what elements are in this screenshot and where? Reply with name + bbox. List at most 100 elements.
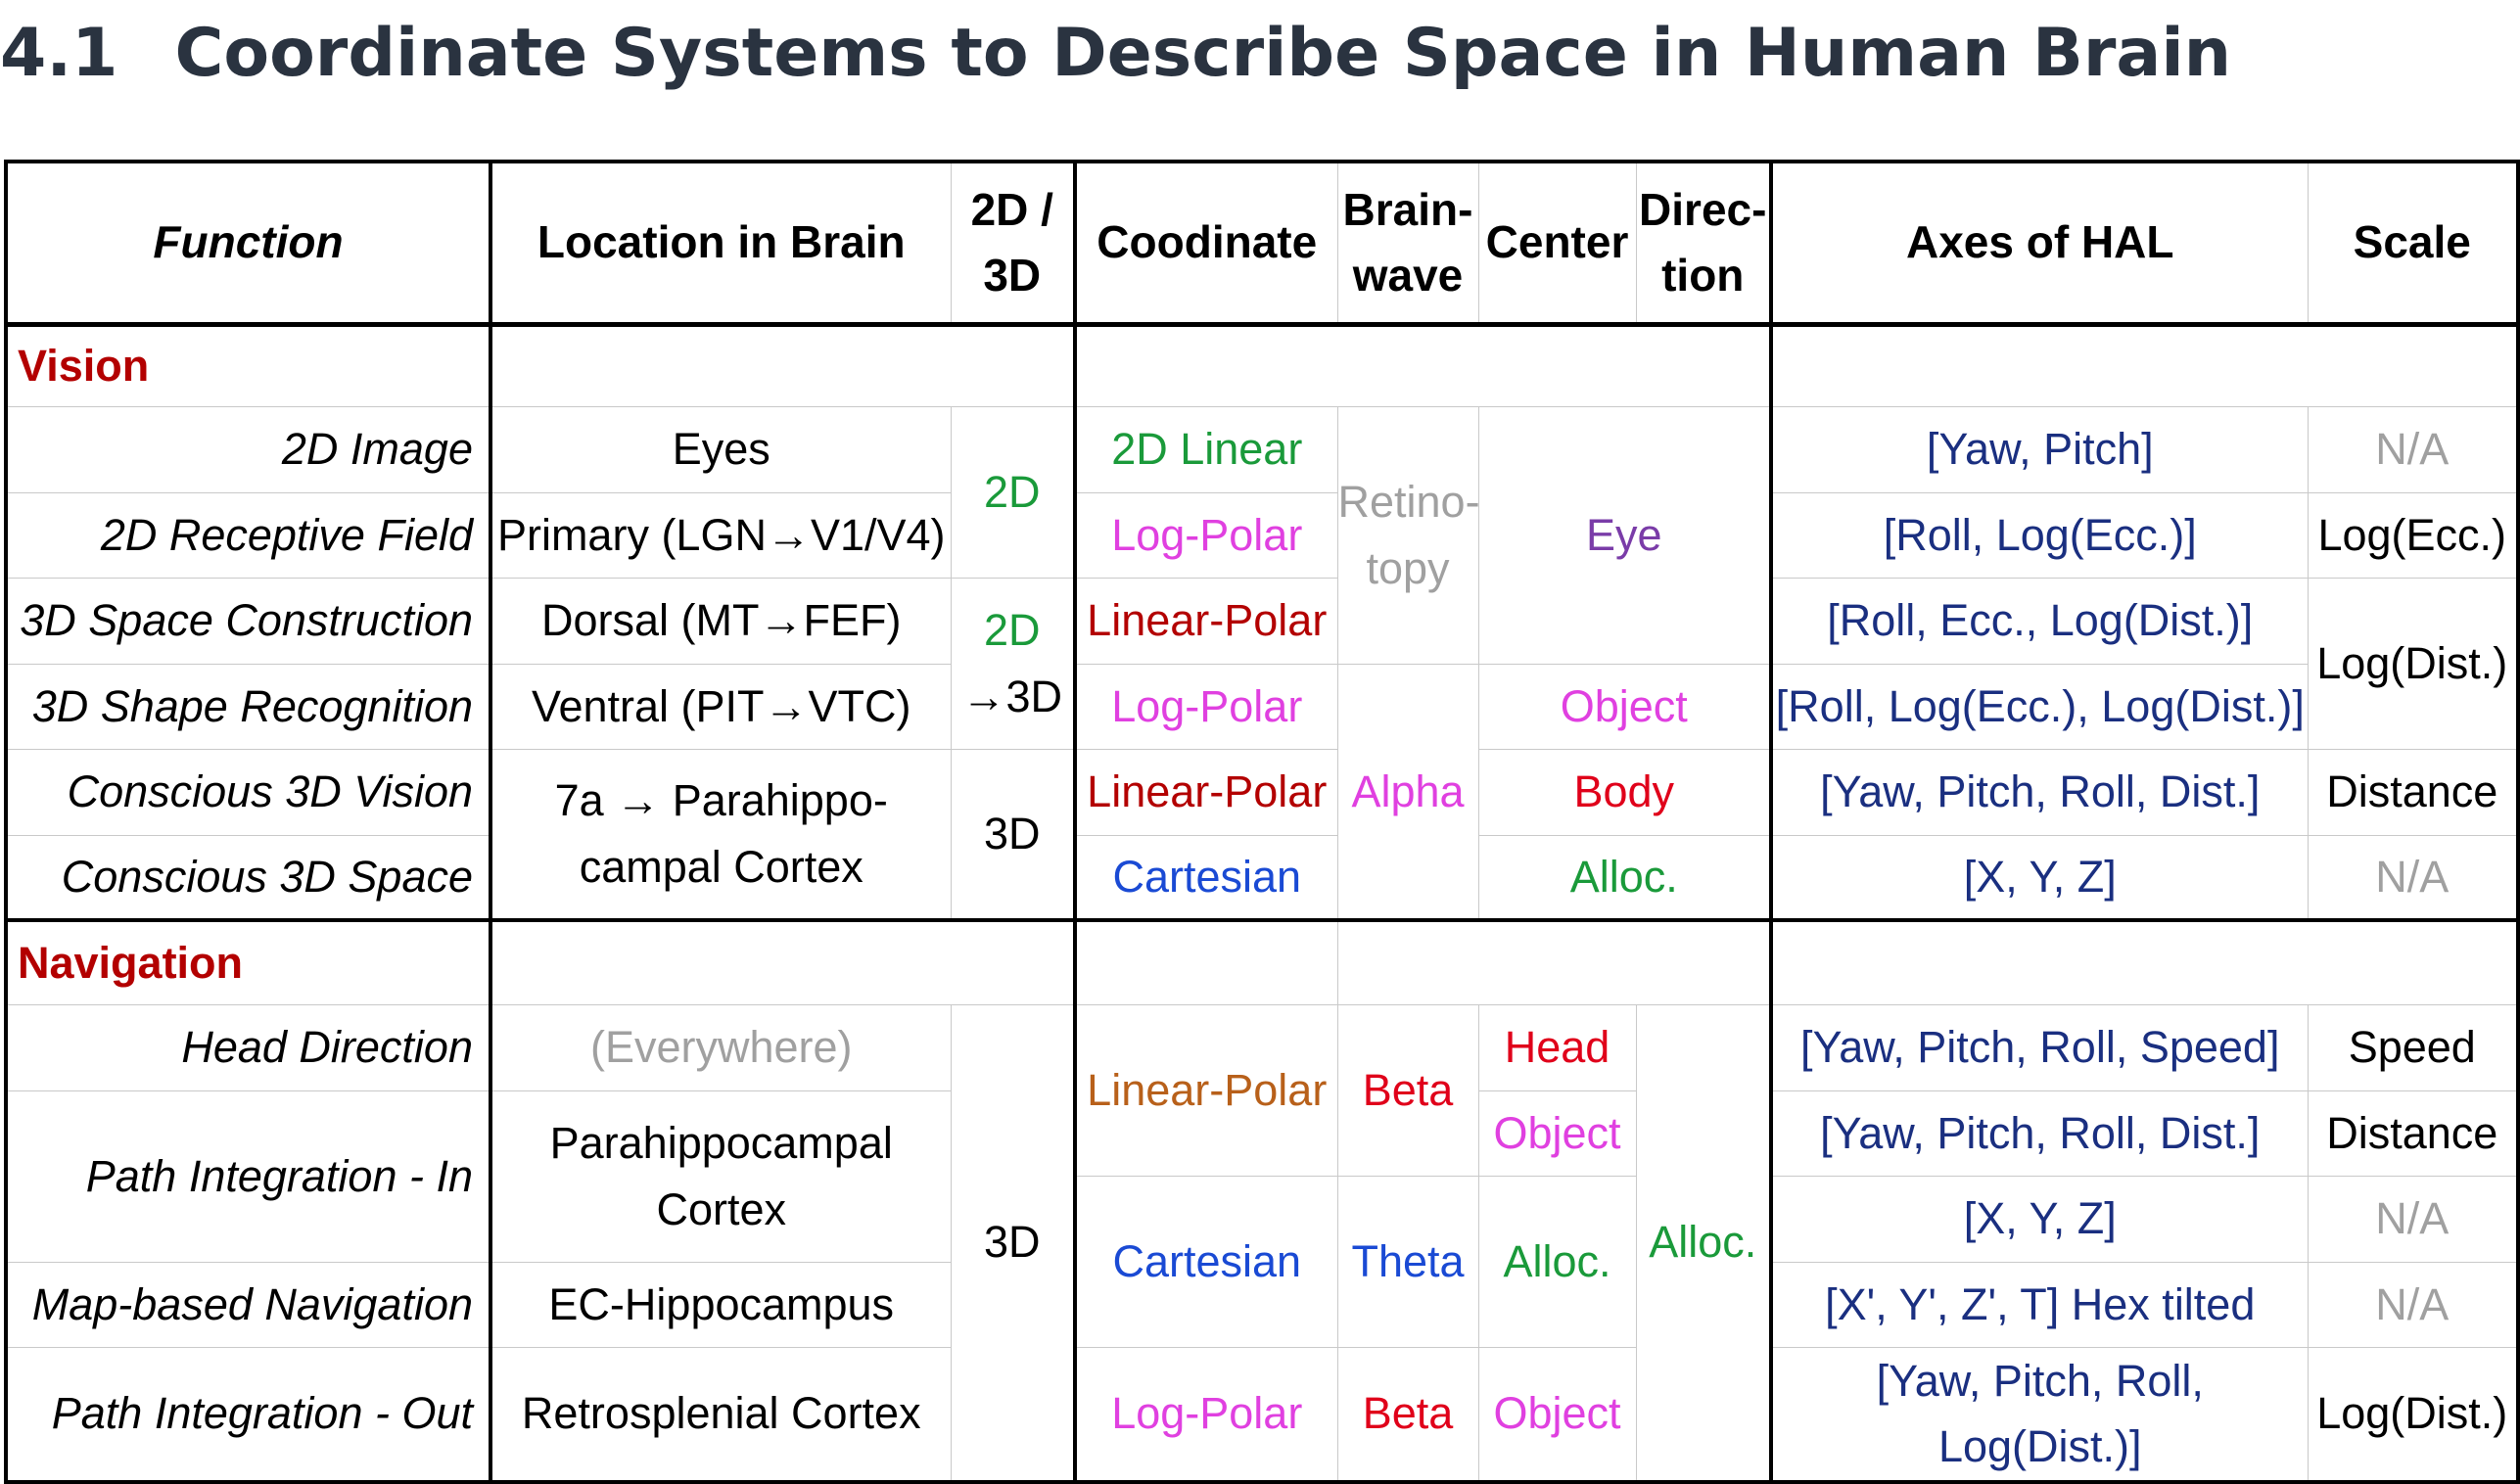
table-row: Map-based Navigation EC-Hippocampus [X',…: [4, 1261, 2520, 1348]
scale-cell: Distance: [2307, 748, 2520, 836]
axes-cell: [Yaw, Pitch]: [1770, 405, 2309, 493]
center-cell: Alloc.: [1477, 1175, 1637, 1348]
axes-cell: [X', Y', Z', T] Hex tilted: [1770, 1261, 2309, 1348]
function-cell: 2D Image: [4, 405, 492, 493]
brainwave-cell: Alpha: [1336, 663, 1479, 921]
axes-cell: [Roll, Ecc., Log(Dist.)]: [1770, 577, 2309, 665]
coordinate-cell: Log-Polar: [1074, 1346, 1338, 1484]
table-row: Head Direction (Everywhere) 3D Linear-Po…: [4, 1003, 2520, 1484]
location-cell: 7a → Parahippo-campal Cortex: [490, 748, 952, 921]
center-cell: Alloc.: [1477, 834, 1773, 922]
coordinate-cell: Linear-Polar: [1074, 577, 1338, 665]
coordinate-cell: 2D Linear: [1074, 405, 1338, 493]
function-cell: Conscious 3D Vision: [4, 748, 492, 836]
header-center: Center: [1477, 160, 1637, 327]
brainwave-cell: Retino-topy: [1336, 405, 1479, 665]
section-number: 4.1: [0, 15, 118, 92]
header-dim: 2D /3D: [950, 160, 1077, 327]
coordinate-cell: Log-Polar: [1074, 491, 1338, 579]
axes-cell: [Yaw, Pitch, Roll, Speed]: [1770, 1003, 2309, 1091]
header-axes: Axes of HAL: [1770, 160, 2309, 327]
function-cell: Map-based Navigation: [4, 1261, 492, 1348]
location-cell: Dorsal (MT→FEF): [490, 577, 952, 665]
axes-cell: [Roll, Log(Ecc.), Log(Dist.)]: [1770, 663, 2309, 750]
table-row: Path Integration - Out Retrosplenial Cor…: [4, 1346, 2520, 1484]
header-coordinate: Coodinate: [1074, 160, 1338, 327]
header-location: Location in Brain: [490, 160, 952, 327]
function-cell: 3D Shape Recognition: [4, 663, 492, 750]
table-row: 2D Receptive Field Primary (LGN→V1/V4) L…: [4, 491, 2520, 579]
empty-cell: [490, 918, 1077, 1005]
section-row-navigation: Navigation: [4, 918, 2520, 1005]
scale-cell: N/A: [2307, 834, 2520, 922]
location-cell: (Everywhere): [490, 1003, 952, 1091]
header-scale: Scale: [2307, 160, 2520, 327]
center-cell: Object: [1477, 663, 1773, 750]
dim-cell: 2D: [950, 405, 1077, 579]
scale-cell: Log(Dist.): [2307, 577, 2520, 750]
table-row: Conscious 3D Vision 7a → Parahippo-campa…: [4, 748, 2520, 921]
axes-cell: [X, Y, Z]: [1770, 1175, 2309, 1263]
location-cell: Primary (LGN→V1/V4): [490, 491, 952, 579]
dim-cell: 3D: [950, 748, 1077, 921]
section-title: Coordinate Systems to Describe Space in …: [174, 15, 2232, 92]
location-cell: Ventral (PIT→VTC): [490, 663, 952, 750]
coordinate-cell: Linear-Polar: [1074, 748, 1338, 836]
location-cell: EC-Hippocampus: [490, 1261, 952, 1348]
function-cell: 2D Receptive Field: [4, 491, 492, 579]
table-row: 2D Image Eyes 2D 2D Linear Retino-topy E…: [4, 405, 2520, 665]
axes-cell: [Yaw, Pitch, Roll, Log(Dist.)]: [1770, 1346, 2309, 1484]
axes-cell: [Roll, Log(Ecc.)]: [1770, 491, 2309, 579]
empty-cell: [1770, 323, 2520, 407]
function-cell: Head Direction: [4, 1003, 492, 1091]
location-cell: Retrosplenial Cortex: [490, 1346, 952, 1484]
empty-cell: [1074, 918, 1338, 1005]
brainwave-cell: Beta: [1336, 1346, 1479, 1484]
section-heading: 4.1 Coordinate Systems to Describe Space …: [0, 10, 2231, 98]
empty-cell: [1336, 918, 1773, 1005]
section-label-navigation: Navigation: [4, 918, 492, 1005]
coordinate-cell: Cartesian: [1074, 1175, 1338, 1348]
empty-cell: [490, 323, 1077, 407]
scale-cell: Distance: [2307, 1090, 2520, 1177]
empty-cell: [1074, 323, 1773, 407]
center-cell: Object: [1477, 1090, 1637, 1177]
section-row-vision: Vision: [4, 323, 2520, 407]
center-cell: Head: [1477, 1003, 1637, 1091]
scale-cell: N/A: [2307, 405, 2520, 493]
table-row: 3D Shape Recognition Ventral (PIT→VTC) L…: [4, 663, 2518, 921]
brainwave-cell: Theta: [1336, 1175, 1479, 1348]
function-cell: Path Integration - Out: [4, 1346, 492, 1484]
header-brainwave: Brain-wave: [1336, 160, 1479, 327]
function-cell: Conscious 3D Space: [4, 834, 492, 922]
direction-cell: Alloc.: [1635, 1003, 1773, 1484]
table-row: Conscious 3D Space Cartesian Alloc. [X, …: [4, 834, 2520, 922]
axes-cell: [Yaw, Pitch, Roll, Dist.]: [1770, 1090, 2309, 1177]
coordinate-cell: Cartesian: [1074, 834, 1338, 922]
header-row: Function Location in Brain 2D /3D Coodin…: [4, 160, 2520, 327]
center-cell: Eye: [1477, 405, 1773, 665]
scale-cell: Speed: [2307, 1003, 2520, 1091]
coordinate-cell: Log-Polar: [1074, 663, 1338, 750]
center-cell: Object: [1477, 1346, 1637, 1484]
location-cell: Eyes: [490, 405, 952, 493]
scale-cell: Log(Ecc.): [2307, 491, 2520, 579]
coordinate-cell: Linear-Polar: [1074, 1003, 1338, 1177]
dim-cell: 2D→3D: [950, 577, 1077, 750]
axes-cell: [Yaw, Pitch, Roll, Dist.]: [1770, 748, 2309, 836]
scale-cell: Log(Dist.): [2307, 1346, 2520, 1484]
axes-cell: [X, Y, Z]: [1770, 834, 2309, 922]
header-function: Function: [4, 160, 492, 327]
function-cell: 3D Space Construction: [4, 577, 492, 665]
scale-cell: N/A: [2307, 1261, 2520, 1348]
section-label-vision: Vision: [4, 323, 492, 407]
center-cell: Body: [1477, 748, 1773, 836]
function-cell: Path Integration - In: [4, 1090, 492, 1263]
brainwave-cell: Beta: [1336, 1003, 1479, 1177]
table-row: Cartesian Theta Alloc. [X, Y, Z] N/A: [6, 1175, 2520, 1348]
scale-cell: N/A: [2307, 1175, 2520, 1263]
table-row: 3D Space Construction Dorsal (MT→FEF) 2D…: [4, 577, 2520, 750]
header-direction: Direc-tion: [1635, 160, 1773, 327]
